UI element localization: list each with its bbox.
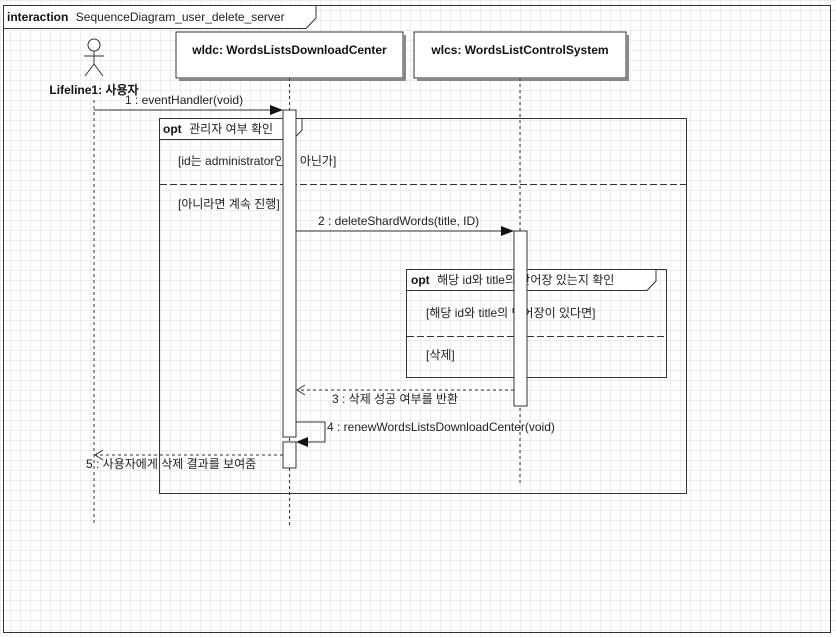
lifeline-label-wlcs: wlcs: WordsListControlSystem [430, 43, 608, 57]
message-3-arrowhead-icon [296, 384, 306, 396]
message-2-label: 2 : deleteShardWords(title, ID) [318, 214, 479, 228]
actor-stick-figure-icon[interactable] [84, 38, 104, 77]
message-1-arrowhead-icon [270, 105, 283, 115]
fragment-outer-operator: opt [163, 122, 182, 136]
fragment-outer-guard-1: [id는 administrator인가 아닌가] [178, 154, 336, 168]
lifeline-head-shadow [179, 78, 406, 81]
frame-label-tab [3, 5, 317, 29]
fragment-outer-title: 관리자 여부 확인 [189, 122, 273, 136]
svg-text:interaction SequenceDiagra: interaction SequenceDiagram_user_delete_… [7, 8, 285, 25]
interaction-frame [3, 5, 831, 633]
frame-name: SequenceDiagram_user_delete_server [76, 10, 285, 24]
fragment-outer[interactable] [159, 118, 687, 494]
fragment-inner-label-tab [406, 269, 657, 291]
lifeline-head-shadow [417, 78, 629, 81]
svg-text:opt 관리자 여부 확인: opt 관리자 여부 확인 [163, 120, 273, 137]
frame-keyword: interaction [7, 10, 68, 24]
svg-text:opt 해당 id와 title의 단어장 있는지: opt 해당 id와 title의 단어장 있는지 확인 [411, 271, 614, 288]
message-5-label: 5 : 사용자에게 삭제 결과를 보여줌 [86, 457, 256, 471]
fragment-inner-guard-2: [삭제] [426, 348, 455, 362]
fragment-outer-label-tab [159, 118, 303, 140]
message-1-label: 1 : eventHandler(void) [125, 93, 243, 107]
activation-bar-wldc[interactable] [282, 109, 297, 438]
lifeline-head-wlcs[interactable] [413, 31, 627, 79]
activation-bar-wldc-nested[interactable] [282, 441, 297, 469]
fragment-inner-guard-1: [해당 id와 title의 단어장이 있다면] [426, 306, 595, 320]
fragment-inner-operator: opt [411, 273, 430, 287]
fragment-outer-guard-2: [아니라면 계속 진행] [178, 196, 280, 211]
lifeline-head-shadow [626, 35, 629, 81]
message-2-arrowhead-icon [501, 226, 514, 236]
message-3-label: 3 : 삭제 성공 여부를 반환 [332, 392, 458, 406]
lifeline-head-shadow [403, 35, 406, 81]
activation-bar-wlcs[interactable] [513, 230, 528, 407]
message-5-arrowhead-icon [94, 449, 104, 461]
message-4-line[interactable] [296, 421, 326, 443]
lifeline-label-wldc: wldc: WordsListsDownloadCenter [191, 43, 387, 57]
message-4-arrowhead-icon [296, 437, 308, 447]
message-4-label: 4 : renewWordsListsDownloadCenter(void) [327, 420, 555, 434]
actor-label: Lifeline1: 사용자 [49, 82, 138, 97]
